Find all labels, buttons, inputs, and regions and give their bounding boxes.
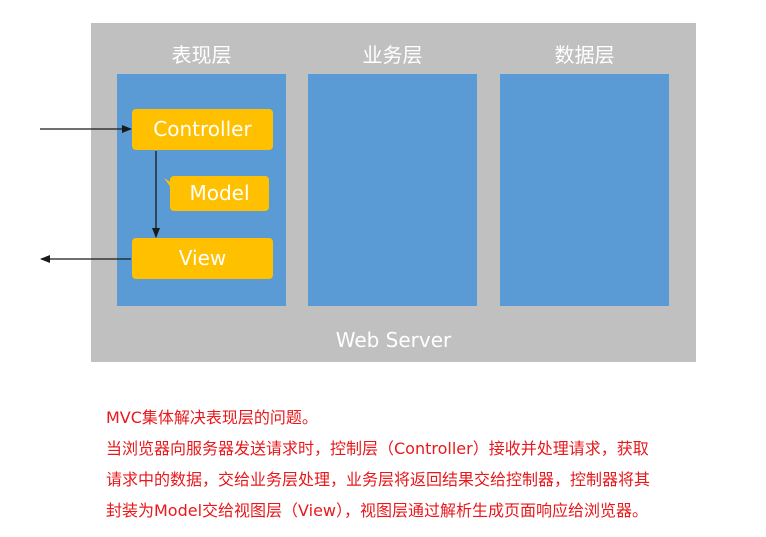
model-box: Model [170, 176, 269, 211]
layer-title-presentation: 表现层 [171, 43, 232, 67]
description-line: 当浏览器向服务器发送请求时，控制层（Controller）接收并处理请求，获取 [106, 439, 649, 458]
view-box: View [132, 238, 273, 279]
description-line: 请求中的数据，交给业务层处理，业务层将返回结果交给控制器，控制器将其 [106, 470, 651, 489]
description-line: 封装为Model交给视图层（View），视图层通过解析生成页面响应给浏览器。 [106, 501, 649, 520]
controller-box: Controller [132, 109, 273, 150]
web-server-label: Web Server [335, 328, 452, 352]
layer-title-business: 业务层 [362, 43, 423, 67]
layer-business [308, 74, 477, 306]
mvc-description: MVC集体解决表现层的问题。 当浏览器向服务器发送请求时，控制层（Control… [106, 402, 746, 526]
layer-title-data: 数据层 [554, 43, 615, 67]
description-line: MVC集体解决表现层的问题。 [106, 408, 318, 427]
layer-data [500, 74, 669, 306]
